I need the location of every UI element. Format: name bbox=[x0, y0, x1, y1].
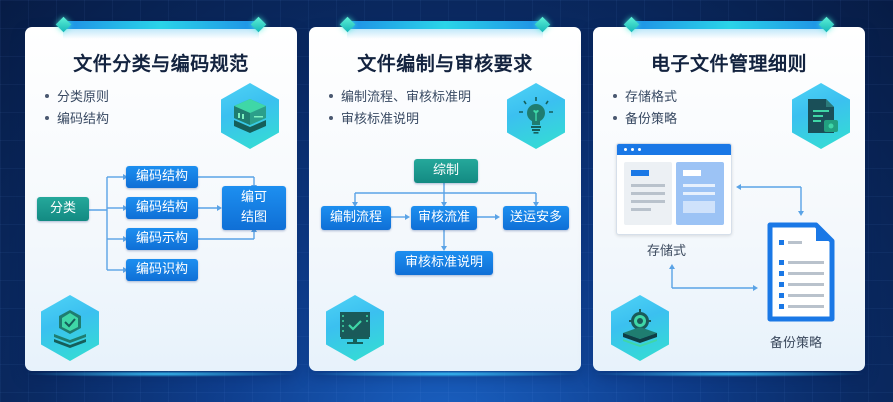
target-node: 编可 结图 bbox=[222, 186, 286, 230]
storage-window-illustration bbox=[616, 143, 732, 235]
server-cube-icon bbox=[221, 83, 279, 149]
bullet-dot bbox=[329, 116, 333, 120]
window-right-panel bbox=[676, 162, 724, 225]
bullet-dot bbox=[329, 94, 333, 98]
flow-node-bottom: 审核标准说明 bbox=[395, 251, 493, 275]
bullet-text: 存储格式 bbox=[625, 90, 678, 105]
bullet-text: 审核标准说明 bbox=[341, 112, 420, 127]
window-label: 存储式 bbox=[647, 244, 687, 259]
root-node-draft: 综制 bbox=[414, 159, 478, 183]
bullet-text: 备份策略 bbox=[625, 112, 678, 127]
card-electronic-files: 电子文件管理细则 存储格式 备份策略 bbox=[591, 16, 867, 377]
card-drafting-review: 文件编制与审核要求 编制流程、审核标准明 审核标准说明 bbox=[307, 16, 583, 377]
document-icon bbox=[792, 83, 850, 149]
card-glow bbox=[307, 371, 583, 377]
bullet-list: 编制流程、审核标准明 审核标准说明 bbox=[327, 87, 471, 131]
bullet-item: 备份策略 bbox=[611, 109, 677, 131]
branch-node: 编码结构 bbox=[126, 197, 198, 219]
bullet-item: 存储格式 bbox=[611, 87, 677, 109]
card-glow bbox=[23, 371, 299, 377]
card-title: 文件分类与编码规范 bbox=[73, 53, 249, 75]
backup-document-illustration bbox=[767, 222, 835, 322]
card-top-accent bbox=[63, 21, 259, 39]
bullet-list: 分类原则 编码结构 bbox=[43, 87, 109, 131]
card-classification-coding: 文件分类与编码规范 分类原则 编码结构 bbox=[23, 16, 299, 377]
target-line-2: 结图 bbox=[240, 210, 267, 225]
window-left-panel bbox=[624, 162, 672, 225]
card-title: 文件编制与审核要求 bbox=[357, 53, 533, 75]
shield-check-layers-icon bbox=[41, 295, 99, 361]
card-top-accent bbox=[347, 21, 543, 39]
bullet-item: 编制流程、审核标准明 bbox=[327, 87, 471, 109]
bullet-item: 审核标准说明 bbox=[327, 109, 471, 131]
window-titlebar bbox=[617, 144, 731, 155]
bullet-item: 分类原则 bbox=[43, 87, 109, 109]
bullet-list: 存储格式 备份策略 bbox=[611, 87, 677, 131]
document-label: 备份策略 bbox=[770, 336, 823, 351]
bullet-text: 编码结构 bbox=[57, 112, 110, 127]
bullet-dot bbox=[613, 94, 617, 98]
bullet-item: 编码结构 bbox=[43, 109, 109, 131]
branch-node: 编码示构 bbox=[126, 228, 198, 250]
root-node-classify: 分类 bbox=[37, 197, 89, 221]
location-layers-icon bbox=[611, 295, 669, 361]
card-glow bbox=[591, 371, 867, 377]
branch-node: 编码识构 bbox=[126, 259, 198, 281]
bullet-dot bbox=[45, 116, 49, 120]
flow-node-left: 编制流程 bbox=[321, 206, 391, 230]
monitor-check-icon bbox=[326, 295, 384, 361]
bullet-text: 分类原则 bbox=[57, 90, 110, 105]
branch-node: 编码结构 bbox=[126, 166, 198, 188]
flow-node-center: 审核流准 bbox=[411, 206, 477, 230]
card-title: 电子文件管理细则 bbox=[650, 53, 807, 75]
bullet-dot bbox=[613, 116, 617, 120]
card-top-accent bbox=[631, 21, 827, 39]
target-line-1: 编可 bbox=[240, 190, 267, 205]
lightbulb-icon bbox=[507, 83, 565, 149]
bullet-text: 编制流程、审核标准明 bbox=[341, 90, 472, 105]
bullet-dot bbox=[45, 94, 49, 98]
flow-node-right: 送运安多 bbox=[503, 206, 569, 230]
